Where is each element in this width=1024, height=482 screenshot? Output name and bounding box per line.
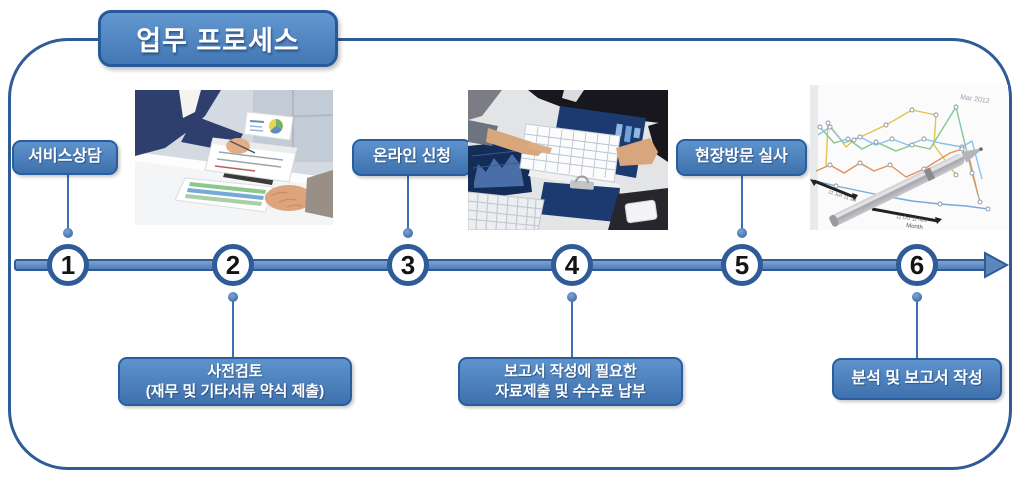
step-label-2: 사전검토 (재무 및 기타서류 약식 제출) xyxy=(118,357,352,406)
svg-text:Month: Month xyxy=(906,223,923,230)
step-circle-1: 1 xyxy=(47,244,89,286)
step-dot-2 xyxy=(228,292,238,302)
timeline-bar xyxy=(14,259,988,271)
step-label-6: 분석 및 보고서 작성 xyxy=(832,358,1002,400)
svg-text:Mar 2012: Mar 2012 xyxy=(960,94,990,105)
step-circle-2: 2 xyxy=(212,244,254,286)
diagram-border xyxy=(8,38,1012,470)
step-dot-4 xyxy=(567,292,577,302)
step-dot-1 xyxy=(63,228,73,238)
step-connector-4 xyxy=(571,300,573,357)
step-dot-5 xyxy=(737,228,747,238)
photo-business-consultation xyxy=(135,90,333,225)
svg-text:11 Oct 11 Nov: 11 Oct 11 Nov xyxy=(896,214,928,224)
step-label-4: 보고서 작성에 필요한 자료제출 및 수수료 납부 xyxy=(458,357,683,406)
page-title: 업무 프로세스 xyxy=(98,10,338,67)
photo-line-charts-pen: Mar 2012 11 Jun 11 Jul xyxy=(810,85,1008,230)
step-connector-5 xyxy=(741,176,743,230)
step-label-5: 현장방문 실사 xyxy=(676,139,807,176)
step-circle-4: 4 xyxy=(551,244,593,286)
step-dot-3 xyxy=(403,228,413,238)
step-circle-6: 6 xyxy=(896,244,938,286)
step-label-1: 서비스상담 xyxy=(12,140,118,175)
step-circle-3: 3 xyxy=(387,244,429,286)
step-connector-6 xyxy=(916,300,918,358)
step-connector-2 xyxy=(232,300,234,357)
photo-document-review-desk xyxy=(468,90,668,230)
arrow-right-icon xyxy=(984,251,1010,279)
step-circle-5: 5 xyxy=(721,244,763,286)
step-label-3: 온라인 신청 xyxy=(352,139,472,176)
step-connector-3 xyxy=(407,176,409,230)
step-dot-6 xyxy=(912,292,922,302)
step-connector-1 xyxy=(67,174,69,230)
